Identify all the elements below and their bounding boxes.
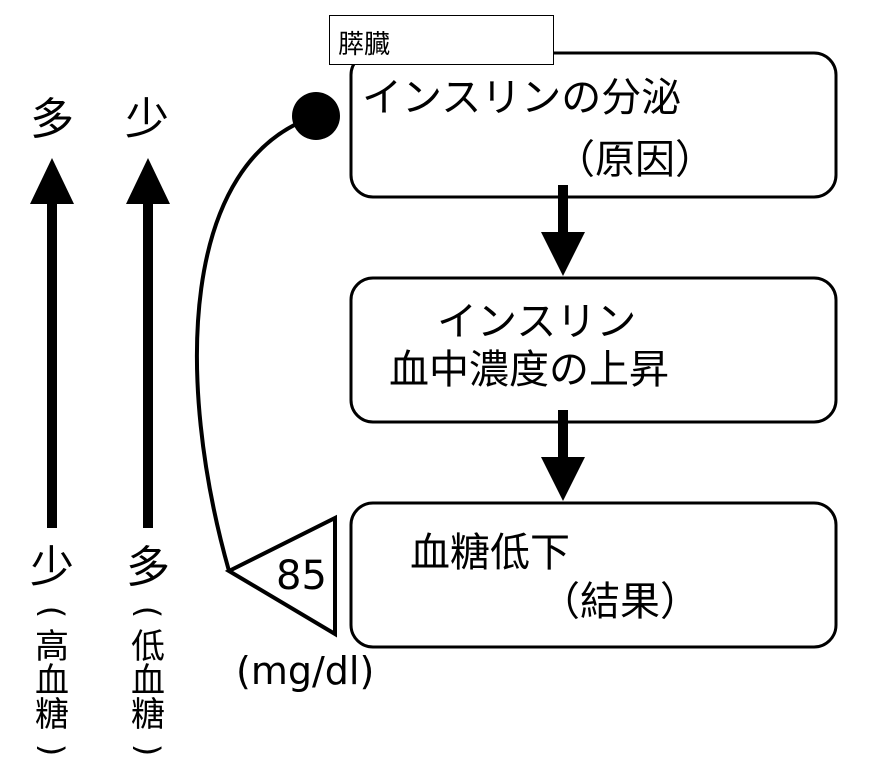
step1-line1: インスリンの分泌 xyxy=(362,75,682,121)
organ-label: 膵臓 xyxy=(338,30,391,60)
threshold-unit: (mg/dl) xyxy=(236,649,375,693)
box-insulin-level-rise xyxy=(349,276,838,424)
feedback-curve xyxy=(194,114,317,572)
threshold-value: 85 xyxy=(276,553,327,599)
arrow2-bottom-char: 多 xyxy=(126,542,170,593)
arrow1-bottom-char: 高 xyxy=(35,627,69,667)
arrow1-top-label: 多 xyxy=(30,94,74,145)
arrow1-bottom-label: 少 ( 高 血 糖 ) xyxy=(30,546,74,764)
arrow2-bottom-char: ) xyxy=(128,743,167,757)
arrow2-bottom-label: 多 ( 低 血 糖 ) xyxy=(126,546,170,764)
threshold-triangle xyxy=(224,514,337,638)
arrow2-bottom-char: 血 xyxy=(131,661,165,701)
arrow2-top-label: 少 xyxy=(125,94,169,145)
arrow2-bottom-char: 低 xyxy=(131,627,165,667)
down-arrow-2 xyxy=(541,410,585,501)
step3-line2: （結果） xyxy=(540,579,700,625)
arrow2-bottom-char: 糖 xyxy=(131,695,165,735)
arrow1-bottom-char: 少 xyxy=(30,542,74,593)
up-arrow-right xyxy=(126,158,170,528)
arrow1-bottom-char: ( xyxy=(32,605,71,619)
step3-line1: 血糖低下 xyxy=(410,530,570,576)
arrow1-bottom-char: 血 xyxy=(35,661,69,701)
arrow1-bottom-char: 糖 xyxy=(35,695,69,735)
feedback-inhibition-dot xyxy=(292,92,340,140)
down-arrow-1 xyxy=(541,185,585,276)
step1-line2: （原因） xyxy=(555,137,715,183)
step2-line2: 血中濃度の上昇 xyxy=(389,347,669,393)
arrow2-bottom-char: ( xyxy=(128,605,167,619)
step2-line1: インスリン xyxy=(437,299,637,345)
box-blood-sugar-drop xyxy=(349,501,838,649)
arrow1-bottom-char: ) xyxy=(32,743,71,757)
up-arrow-left xyxy=(30,158,74,528)
organ-label-box: 膵臓 xyxy=(329,15,554,65)
box-insulin-secretion xyxy=(349,51,838,199)
